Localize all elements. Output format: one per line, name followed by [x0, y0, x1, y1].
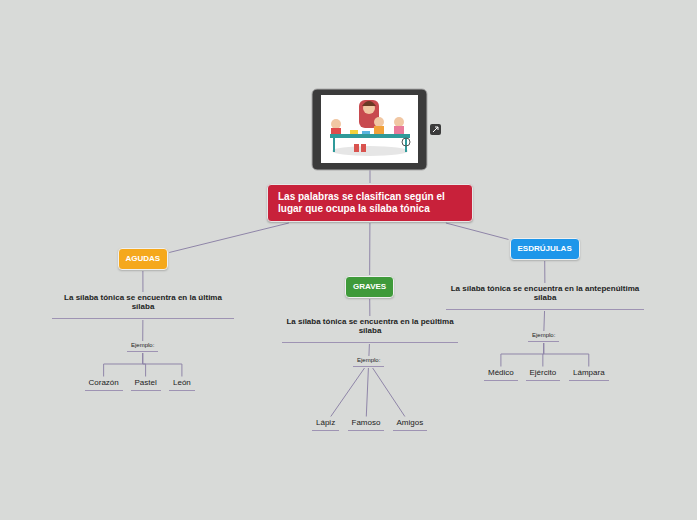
example-word: Lápiz: [312, 418, 339, 431]
node-text: León: [173, 378, 191, 387]
node-text: La sílaba tónica se encuentra en la últi…: [54, 293, 232, 311]
open-icon-glyph: [433, 127, 438, 132]
example-word: Lámpara: [569, 368, 609, 381]
node-text: Lápiz: [316, 418, 335, 427]
example-word: Famoso: [348, 418, 385, 431]
example-word: Pastel: [131, 378, 161, 391]
example-word: Médico: [484, 368, 518, 381]
node-text: Ejemplo:: [357, 357, 380, 364]
connector: [169, 223, 289, 253]
tablet-frame: [312, 89, 427, 170]
connector: [501, 343, 544, 367]
example-heading: Ejemplo:: [528, 332, 559, 342]
branch-box: GRAVES: [345, 276, 394, 298]
node-text: Médico: [488, 368, 514, 377]
example-word: Ejército: [526, 368, 561, 381]
connector: [368, 344, 369, 356]
branch-box: ESDRÚJULAS: [510, 238, 580, 260]
node-text: Pastel: [135, 378, 157, 387]
connector: [104, 353, 143, 377]
connector: [142, 320, 143, 341]
connector: [143, 353, 182, 377]
connector: [446, 223, 509, 239]
image-link: [370, 170, 371, 183]
node-text: La sílaba tónica se encuentra en la ante…: [448, 284, 642, 302]
node-text: Famoso: [352, 418, 381, 427]
description: La sílaba tónica se encuentra en la peúl…: [282, 317, 458, 343]
connector: [142, 271, 143, 292]
node-text: GRAVES: [353, 282, 386, 292]
example-heading: Ejemplo:: [353, 357, 384, 367]
example-word: Amigos: [393, 418, 428, 431]
example-word: León: [169, 378, 195, 391]
classroom-illustration: [330, 100, 410, 156]
node-text: Ejemplo:: [532, 332, 555, 339]
tablet-screen: [321, 95, 418, 163]
connector: [544, 343, 589, 367]
node-text: ESDRÚJULAS: [518, 244, 572, 254]
node-text: Lámpara: [573, 368, 605, 377]
node-text: Ejército: [530, 368, 557, 377]
connector: [543, 311, 545, 331]
example-word: Corazón: [85, 378, 123, 391]
open-icon: [430, 124, 441, 135]
node-text: Ejemplo:: [131, 342, 154, 349]
node-text: AGUDAS: [126, 254, 161, 264]
example-heading: Ejemplo:: [127, 342, 158, 352]
connector: [331, 368, 365, 417]
connector: [369, 299, 370, 316]
connector: [373, 368, 405, 417]
connector: [544, 261, 545, 283]
node-text: Amigos: [397, 418, 424, 427]
node-text: La sílaba tónica se encuentra en la peúl…: [284, 317, 456, 335]
node-text: Corazón: [89, 378, 119, 387]
branch-box: AGUDAS: [118, 248, 169, 270]
description: La sílaba tónica se encuentra en la últi…: [52, 293, 234, 319]
root-topic: Las palabras se clasifican según el luga…: [267, 184, 473, 222]
connector: [369, 223, 370, 275]
connector: [366, 368, 368, 417]
node-text: Las palabras se clasifican según el luga…: [278, 191, 462, 215]
description: La sílaba tónica se encuentra en la ante…: [446, 284, 644, 310]
